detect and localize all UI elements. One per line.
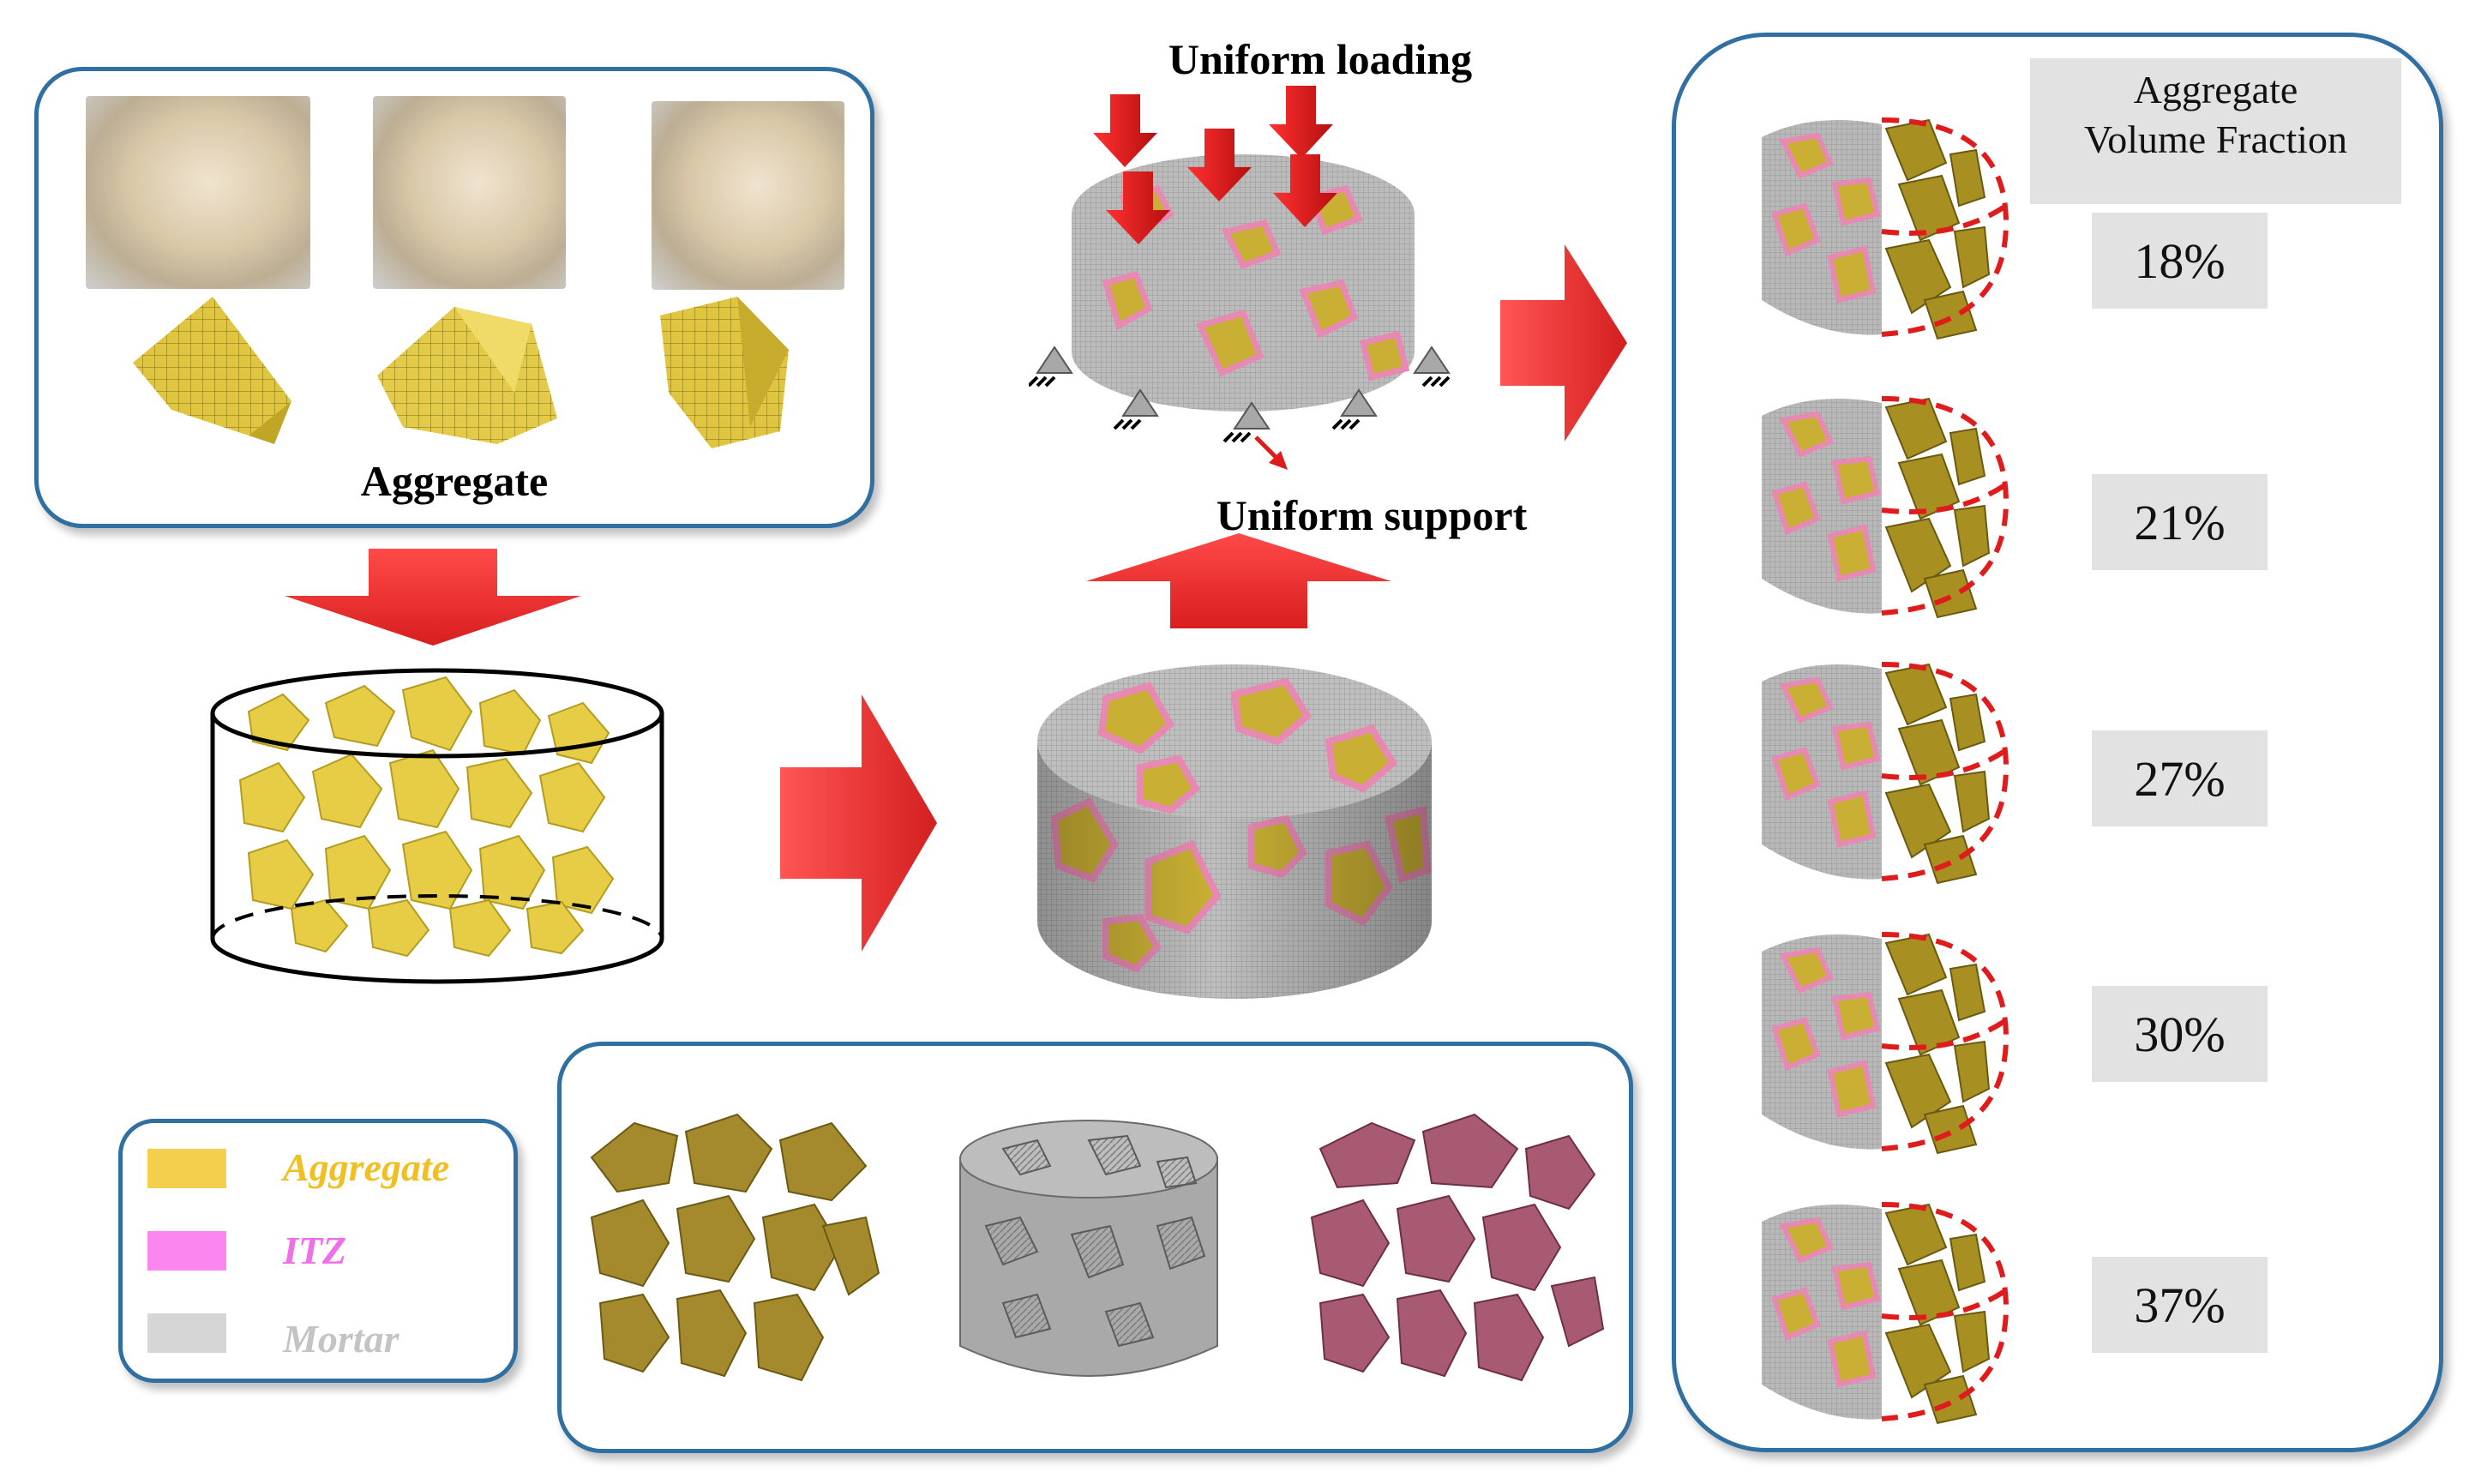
volume-fraction-header-line1: Aggregate — [2133, 68, 2298, 111]
load-arrows — [1093, 86, 1337, 244]
aggregate-mesh-models — [133, 297, 789, 448]
arrow-right-1 — [780, 694, 937, 952]
meshed-specimen — [1037, 664, 1432, 999]
fraction-value-27: 27% — [2092, 730, 2268, 826]
fraction-value-18: 18% — [2092, 213, 2268, 309]
arrow-right-2 — [1500, 244, 1627, 442]
fraction-specimens — [1749, 103, 2049, 1440]
itz-phase-render — [1310, 1113, 1605, 1382]
arrow-up — [1086, 533, 1391, 628]
aggregate-photo-2 — [373, 96, 566, 289]
packed-aggregates — [238, 676, 615, 958]
aggregate-mesh-2 — [377, 307, 557, 444]
legend-label-aggregate: Aggregate — [283, 1145, 450, 1189]
specimen-30 — [1762, 934, 2006, 1153]
aggregate-packing-cylinder — [210, 668, 664, 984]
legend-swatch-aggregate — [147, 1149, 226, 1188]
loaded-specimen — [1029, 86, 1451, 470]
volume-fraction-header: Aggregate Volume Fraction — [2030, 58, 2401, 204]
aggregate-photo-3 — [652, 101, 844, 290]
support-triangles — [1036, 345, 1451, 430]
specimen-37 — [1762, 1205, 2006, 1423]
legend-swatch-itz — [147, 1231, 226, 1271]
aggregate-phase-render — [590, 1113, 880, 1382]
aggregate-label: Aggregate — [360, 457, 549, 505]
arrow-down — [285, 549, 581, 646]
fraction-value-21: 21% — [2092, 474, 2268, 570]
legend-swatch-mortar — [147, 1313, 226, 1353]
fraction-value-37: 37% — [2092, 1257, 2268, 1353]
fraction-value-30: 30% — [2092, 986, 2268, 1082]
aggregate-mesh-1 — [133, 297, 291, 444]
specimen-27 — [1762, 664, 2006, 883]
specimen-18 — [1762, 120, 2006, 339]
legend-label-itz: ITZ — [283, 1229, 347, 1272]
uniform-support-label: Uniform support — [1216, 491, 1528, 539]
specimen-21 — [1762, 399, 2006, 617]
legend-label-mortar: Mortar — [283, 1317, 399, 1361]
aggregate-mesh-3 — [660, 297, 789, 448]
volume-fraction-header-line2: Volume Fraction — [2083, 117, 2348, 161]
mortar-phase-render — [959, 1120, 1218, 1377]
uniform-loading-label: Uniform loading — [1168, 35, 1473, 83]
aggregate-photo-1 — [86, 96, 310, 289]
component-renders — [590, 1113, 1605, 1382]
